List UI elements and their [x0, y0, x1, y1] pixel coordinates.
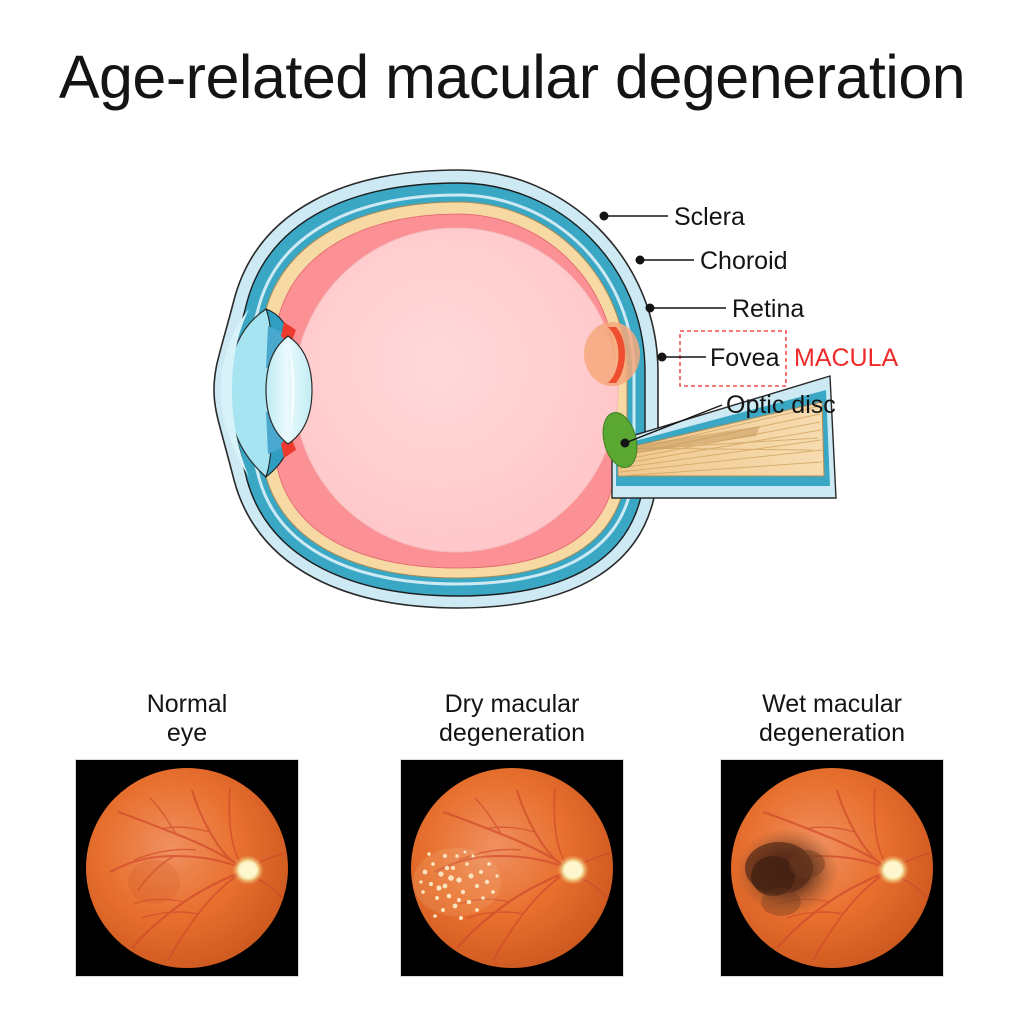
- dot-choroid: [635, 255, 645, 265]
- leader-lines: [604, 215, 726, 444]
- caption-dry-amd: Dry macular degeneration: [397, 690, 627, 750]
- optic-cup-shadow: [618, 426, 760, 456]
- macula-area: [584, 322, 640, 386]
- anterior-segment: [221, 308, 313, 479]
- fundus-image-dry-amd: [400, 759, 624, 977]
- macula-callout-box: [679, 330, 787, 387]
- caption-normal-eye: Normal eye: [72, 690, 302, 750]
- anterior-chamber: [221, 309, 249, 477]
- caption-line-2: degeneration: [759, 719, 905, 747]
- caption-line-2: degeneration: [439, 719, 585, 747]
- leader-optic-disc: [624, 404, 723, 444]
- caption-line-1: Dry macular: [444, 690, 580, 718]
- eye-cross-section-svg: Sclera Choroid Retina Fovea MACULA Optic…: [213, 169, 899, 609]
- lens: [265, 335, 313, 445]
- dot-optic-disc: [620, 438, 630, 448]
- lens-highlight: [289, 346, 295, 434]
- label-fovea: Fovea: [710, 344, 780, 372]
- dot-fovea: [657, 352, 667, 362]
- eye-globe-layers: [213, 169, 659, 609]
- dot-sclera: [599, 211, 609, 221]
- label-retina: Retina: [732, 295, 804, 323]
- caption-line-2: eye: [166, 719, 208, 747]
- optic-disc: [602, 412, 638, 468]
- fundus-image-wet-amd: [720, 759, 944, 977]
- fundus-image-normal-eye: [75, 759, 299, 977]
- fovea-inner: [608, 327, 625, 383]
- label-optic-disc: Optic disc: [726, 391, 836, 419]
- page-title: Age-related macular degeneration: [58, 43, 966, 111]
- hemorrhagic-lesion: [735, 828, 839, 916]
- caption-line-1: Normal: [146, 690, 228, 718]
- dot-retina: [645, 303, 655, 313]
- drusen-cluster: [419, 850, 499, 920]
- optic-nerve-group: [602, 375, 837, 499]
- fundus-col-dry-amd: Dry macular degeneration: [397, 690, 627, 977]
- caption-wet-amd: Wet macular degeneration: [717, 690, 947, 750]
- fundus-col-normal-eye: Normal eye: [72, 690, 302, 977]
- caption-line-1: Wet macular: [762, 690, 902, 718]
- label-sclera: Sclera: [674, 203, 745, 231]
- leader-dots: [599, 211, 667, 448]
- label-macula: MACULA: [794, 344, 899, 372]
- fundus-photo-row: Normal eye: [0, 690, 1024, 990]
- label-choroid: Choroid: [700, 247, 788, 275]
- eye-diagram: Sclera Choroid Retina Fovea MACULA Optic…: [0, 150, 1024, 650]
- macula-region: [584, 322, 640, 386]
- fundus-col-wet-amd: Wet macular degeneration: [717, 690, 947, 977]
- vitreous-body: [293, 227, 619, 553]
